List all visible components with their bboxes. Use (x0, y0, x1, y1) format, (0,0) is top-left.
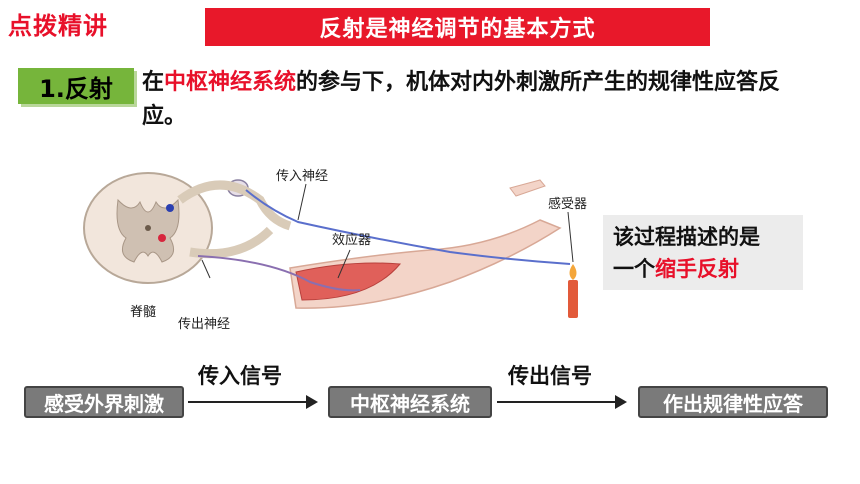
note-box: 该过程描述的是 一个缩手反射 (603, 215, 803, 290)
section-label: 点拨精讲 (8, 12, 108, 40)
finger-illustration (509, 179, 546, 197)
reflex-arc-diagram: 脊髓 传入神经 效应器 传出神经 感受器 (83, 169, 587, 332)
label-receptor: 感受器 (548, 196, 587, 212)
arrow-right-icon (497, 395, 627, 409)
label-spinal-cord: 脊髓 (130, 305, 156, 320)
definition-suffix: 的参与下，机体对内外刺激所产生的规律性应答反应。 (142, 70, 781, 129)
note-line-1: 该过程描述的是 (613, 225, 760, 249)
efferent-fiber (197, 255, 361, 292)
note-line-2-prefix: 一个 (613, 257, 655, 281)
efferent-root (189, 226, 274, 259)
definition-prefix: 在 (142, 70, 165, 95)
arrow-right-icon (188, 395, 318, 409)
flow-step-response: 作出规律性应答 (638, 386, 828, 418)
note-line-2: 一个缩手反射 (613, 253, 793, 285)
flow-label-efferent-signal: 传出信号 (508, 364, 592, 388)
title-banner: 反射是神经调节的基本方式 (205, 8, 710, 46)
label-efferent-nerve: 传出神经 (178, 317, 230, 332)
flame-icon (569, 264, 577, 280)
label-effector: 效应器 (332, 232, 371, 248)
spinal-cord-illustration (83, 172, 213, 284)
flow-step-stimulus: 感受外界刺激 (24, 386, 184, 418)
candle-icon (568, 280, 578, 318)
flow-step-cns: 中枢神经系统 (328, 386, 492, 418)
flow-label-afferent-signal: 传入信号 (198, 364, 282, 388)
definition-text: 在中枢神经系统的参与下，机体对内外刺激所产生的规律性应答反应。 (142, 66, 822, 134)
afferent-fiber (245, 189, 571, 265)
biceps-muscle (295, 262, 402, 301)
term-badge: 1.反射 (18, 68, 134, 104)
note-highlight: 缩手反射 (655, 257, 739, 281)
definition-highlight: 中枢神经系统 (164, 70, 297, 95)
label-afferent-nerve: 传入神经 (276, 169, 328, 184)
